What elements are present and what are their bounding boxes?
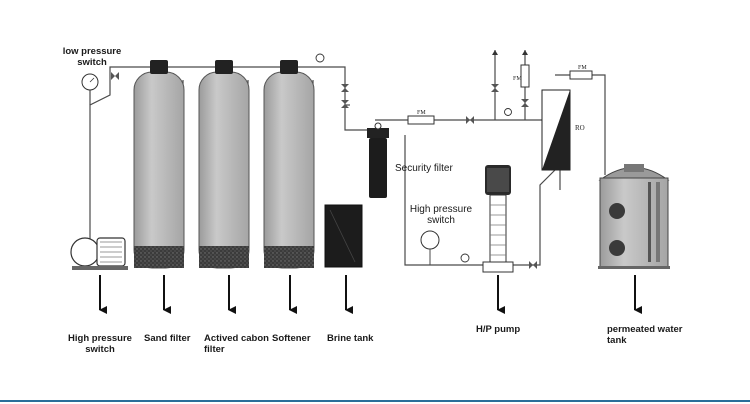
svg-text:FM: FM	[578, 65, 587, 71]
label-line: filter	[204, 344, 225, 355]
softener-tank	[263, 60, 315, 269]
high-pressure-switch-output-label: High pressure switch	[68, 333, 132, 355]
label-line: low pressure	[62, 46, 122, 57]
ro-membrane: RO	[541, 89, 585, 171]
security-filter-label: Security filter	[395, 163, 453, 174]
activated-carbon-filter-label: Actived cabon filter	[204, 333, 274, 355]
valve-icon	[111, 72, 119, 80]
pressure-gauge-icon	[315, 53, 325, 63]
high-pressure-gauge	[420, 230, 440, 265]
brine-tank-label: Brine tank	[327, 333, 374, 344]
low-pressure-switch-label: low pressure switch	[62, 46, 122, 68]
hp-pump-label: H/P pump	[476, 324, 521, 335]
flowmeter-icon: FM	[569, 65, 593, 80]
label-line: permeated water	[607, 324, 683, 335]
label-line: switch	[427, 215, 455, 226]
label-line: Actived cabon	[204, 333, 269, 344]
vent-valves: FM	[491, 50, 530, 107]
label-line: High pressure	[409, 204, 473, 215]
sand-filter-label: Sand filter	[144, 333, 191, 344]
label-line: High pressure	[68, 333, 132, 344]
permeated-water-tank-label: permeated water tank	[607, 324, 687, 346]
label-line: switch	[85, 344, 115, 355]
valve-icon	[529, 261, 537, 269]
pressure-gauge-icon	[504, 108, 512, 116]
softener-label: Softener	[272, 333, 311, 344]
fm-label: FM	[417, 110, 426, 116]
label-line: switch	[77, 57, 107, 68]
feed-pump	[70, 237, 128, 270]
permeated-water-tank	[598, 164, 670, 269]
hp-pump	[482, 165, 514, 273]
brine-tank	[324, 204, 363, 268]
security-filter	[367, 122, 389, 198]
ro-label: RO	[575, 124, 585, 132]
high-pressure-switch-label: High pressure switch	[408, 204, 474, 226]
output-arrows	[99, 275, 642, 314]
low-pressure-gauge	[81, 73, 99, 91]
valve-icon	[341, 84, 349, 108]
pressure-gauge-icon	[460, 253, 470, 263]
carbon-filter-tank	[198, 60, 250, 269]
valve-icon	[466, 116, 474, 124]
label-line: tank	[607, 335, 627, 346]
flowmeter-icon: FM	[407, 110, 435, 125]
fm-label: FM	[513, 76, 522, 82]
sand-filter-tank	[133, 60, 185, 269]
